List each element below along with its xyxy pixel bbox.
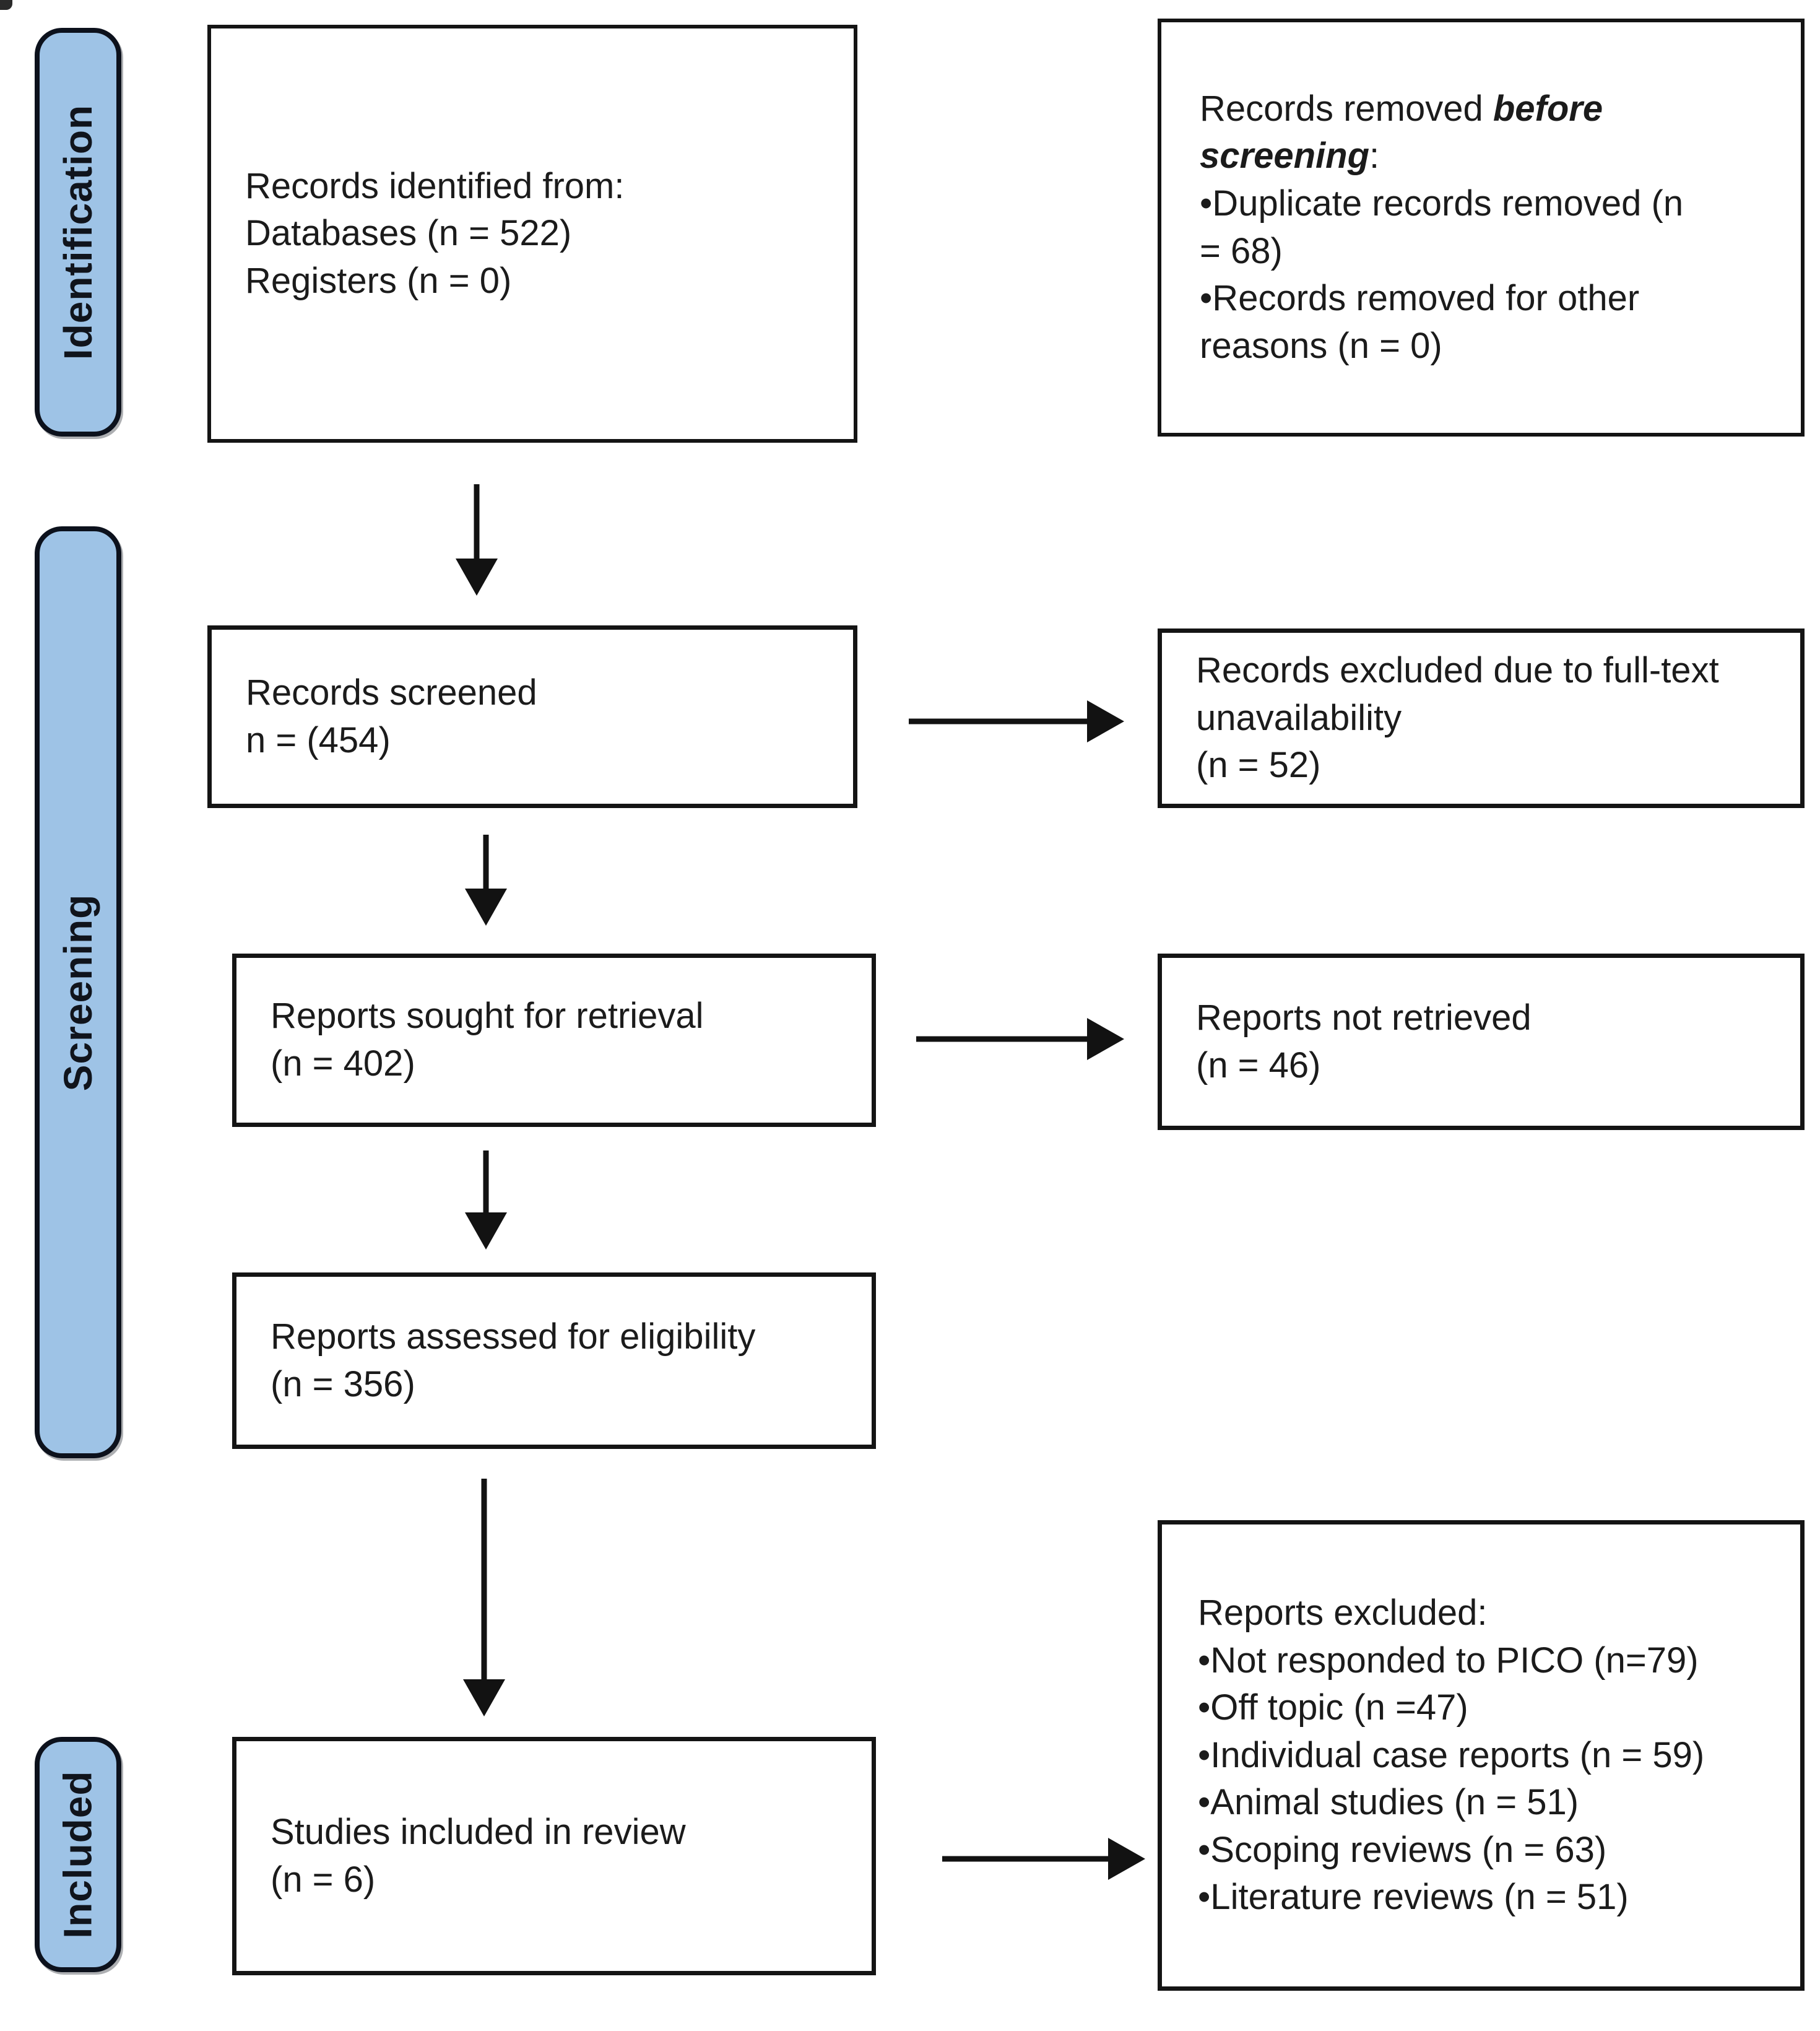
stage-label-included: Included: [56, 1770, 100, 1939]
arrow-screened-to-sought: [465, 835, 507, 926]
text-line: Records excluded due to full-text unavai…: [1196, 650, 1719, 738]
reports-excluded-text: Reports excluded: •Not responded to PICO…: [1198, 1590, 1787, 1921]
arrow-sought-to-assessed: [465, 1150, 507, 1250]
studies-included-text: Studies included in review (n = 6): [271, 1809, 847, 1903]
text-line: Records identified from:: [245, 165, 625, 206]
arrow-sought-to-not-retrieved: [916, 1018, 1124, 1060]
text-line: (n = 402): [271, 1043, 415, 1084]
text-line: Reports sought for retrieval: [271, 996, 704, 1037]
reports-assessed-text: Reports assessed for eligibility (n = 356…: [271, 1313, 847, 1408]
box-reports-sought: Reports sought for retrieval (n = 402): [232, 954, 876, 1127]
text-line: (n = 356): [271, 1363, 415, 1404]
records-identified-text: Records identified from: Databases (n = 5…: [245, 163, 829, 305]
stage-bar-identification: Identification: [35, 28, 121, 437]
bullet-item: •Duplicate records removed (n = 68): [1200, 183, 1684, 271]
text-line: Databases (n = 522): [245, 213, 572, 254]
stage-bar-screening: Screening: [35, 526, 121, 1458]
reports-excluded-title: Reports excluded:: [1198, 1593, 1488, 1633]
text-line: (n = 6): [271, 1859, 376, 1900]
bullet-item: •Individual case reports (n = 59): [1198, 1734, 1705, 1775]
box-studies-included: Studies included in review (n = 6): [232, 1737, 876, 1975]
records-excluded-fulltext-text: Records excluded due to full-text unavai…: [1196, 647, 1775, 789]
box-reports-not-retrieved: Reports not retrieved (n = 46): [1158, 954, 1805, 1130]
text-line: Studies included in review: [271, 1811, 686, 1852]
records-removed-text: Records removed before screening: •Dupli…: [1200, 85, 1696, 370]
reports-sought-text: Reports sought for retrieval (n = 402): [271, 993, 847, 1087]
bullet-item: •Scoping reviews (n = 63): [1198, 1829, 1607, 1870]
box-reports-assessed: Reports assessed for eligibility (n = 356…: [232, 1272, 876, 1449]
bullet-item: •Records removed for other reasons (n = …: [1200, 278, 1640, 366]
text-line: n = (454): [246, 720, 391, 760]
arrow-identified-to-screened: [456, 484, 498, 596]
box-records-excluded-fulltext: Records excluded due to full-text unavai…: [1158, 628, 1805, 808]
text-line: Records screened: [246, 672, 537, 713]
arrow-included-to-reports-excluded: [942, 1838, 1145, 1880]
records-removed-title-prefix: Records removed: [1200, 88, 1493, 129]
box-reports-excluded: Reports excluded: •Not responded to PICO…: [1158, 1520, 1805, 1991]
records-removed-title: Records removed before screening:: [1200, 85, 1696, 180]
stage-bar-included: Included: [35, 1737, 121, 1972]
records-screened-text: Records screened n = (454): [246, 669, 828, 764]
box-records-identified: Records identified from: Databases (n = 5…: [207, 25, 857, 443]
records-removed-title-suffix: :: [1369, 136, 1380, 176]
bullet-item: •Not responded to PICO (n=79): [1198, 1640, 1699, 1681]
text-line: (n = 52): [1196, 745, 1321, 786]
records-removed-items: •Duplicate records removed (n = 68)•Reco…: [1200, 180, 1696, 370]
bullet-item: •Animal studies (n = 51): [1198, 1782, 1579, 1823]
text-line: (n = 46): [1196, 1045, 1321, 1085]
reports-excluded-items: •Not responded to PICO (n=79) •Off topic …: [1198, 1637, 1787, 1921]
bullet-item: •Off topic (n =47): [1198, 1687, 1468, 1728]
stage-label-identification: Identification: [56, 104, 100, 360]
text-line: Reports not retrieved: [1196, 997, 1532, 1038]
arrow-screened-to-excluded: [909, 700, 1124, 742]
arrow-assessed-to-included: [463, 1479, 505, 1716]
box-records-removed-before-screening: Records removed before screening: •Dupli…: [1158, 19, 1805, 437]
records-removed-title-emphasis: before screening: [1200, 88, 1603, 176]
stage-label-screening: Screening: [56, 894, 100, 1091]
bullet-item: •Literature reviews (n = 51): [1198, 1877, 1629, 1918]
scan-artifact: [0, 0, 12, 10]
text-line: Reports assessed for eligibility: [271, 1316, 756, 1357]
reports-not-retrieved-text: Reports not retrieved (n = 46): [1196, 994, 1775, 1089]
box-records-screened: Records screened n = (454): [207, 625, 857, 808]
text-line: Registers (n = 0): [245, 260, 512, 301]
